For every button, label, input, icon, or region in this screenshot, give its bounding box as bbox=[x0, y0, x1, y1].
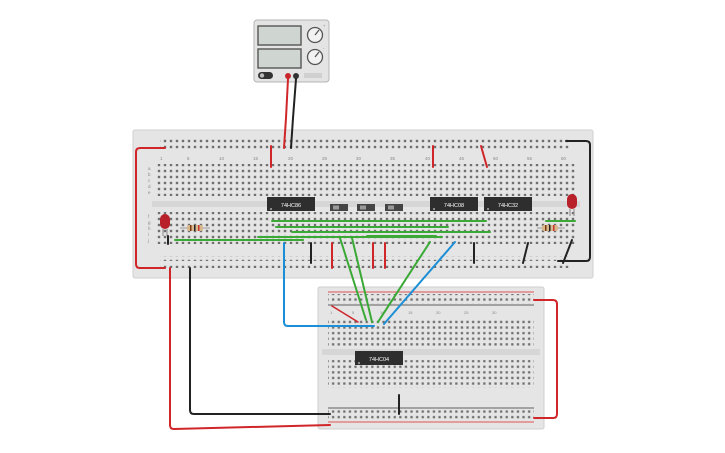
upper-terminal-holes bbox=[156, 164, 576, 196]
small-upper-terminal-holes bbox=[328, 318, 534, 346]
bottom-rail-upper-holes bbox=[160, 256, 570, 261]
svg-text:10: 10 bbox=[219, 156, 225, 161]
svg-text:60: 60 bbox=[561, 156, 567, 161]
svg-text:j: j bbox=[147, 238, 149, 243]
small-bottom-rail-holes bbox=[328, 410, 534, 420]
svg-text:c: c bbox=[148, 178, 151, 183]
jumper-bottom-6[interactable] bbox=[522, 242, 529, 264]
row-letter-column: a b c d e f g h i j bbox=[147, 166, 151, 243]
chip-label-74hc32: 74HC32 bbox=[498, 203, 518, 209]
svg-text:a: a bbox=[148, 166, 151, 171]
knob-mark-minus: - bbox=[323, 45, 325, 50]
svg-text:15: 15 bbox=[408, 310, 413, 315]
green-wire-d2[interactable] bbox=[351, 237, 373, 323]
wire-left-power-loop[interactable] bbox=[135, 147, 166, 269]
column-number-row: 1 5 10 15 20 25 30 35 40 45 50 55 60 bbox=[160, 156, 567, 161]
current-display bbox=[257, 48, 302, 69]
jumper-bottom-7[interactable] bbox=[562, 239, 573, 264]
svg-text:25: 25 bbox=[322, 156, 328, 161]
jumper-top-3[interactable] bbox=[480, 145, 488, 168]
chip-74hc32[interactable]: 74HC32 bbox=[484, 197, 532, 211]
svg-text:15: 15 bbox=[253, 156, 259, 161]
wire-psu-positive[interactable] bbox=[283, 78, 289, 149]
bottom-rail-lower-holes bbox=[160, 263, 570, 268]
resistor-right[interactable] bbox=[537, 225, 565, 231]
slide-switch-1[interactable] bbox=[330, 204, 348, 211]
svg-text:5: 5 bbox=[187, 156, 190, 161]
chip-74hc04[interactable]: 74HC04 bbox=[355, 351, 403, 365]
wire-psu-negative[interactable] bbox=[290, 78, 297, 149]
svg-text:1: 1 bbox=[330, 310, 333, 315]
negative-terminal[interactable] bbox=[293, 73, 299, 79]
blue-wire-right[interactable] bbox=[383, 241, 456, 325]
svg-text:20: 20 bbox=[436, 310, 441, 315]
svg-text:45: 45 bbox=[459, 156, 465, 161]
positive-terminal[interactable] bbox=[285, 73, 291, 79]
svg-text:40: 40 bbox=[425, 156, 431, 161]
power-supply[interactable]: + - bbox=[253, 19, 330, 83]
top-rail-lower-holes bbox=[160, 145, 570, 150]
wires bbox=[135, 78, 591, 430]
svg-text:h: h bbox=[148, 226, 151, 231]
svg-text:5: 5 bbox=[352, 310, 355, 315]
svg-text:25: 25 bbox=[464, 310, 469, 315]
svg-text:d: d bbox=[148, 184, 151, 189]
svg-text:i: i bbox=[148, 232, 149, 237]
svg-text:e: e bbox=[148, 190, 151, 195]
blue-wire-left[interactable] bbox=[283, 242, 375, 327]
svg-text:55: 55 bbox=[527, 156, 533, 161]
svg-text:50: 50 bbox=[493, 156, 499, 161]
terminal-label-plate bbox=[304, 73, 322, 78]
chip-74hc86[interactable]: 74HC86 bbox=[267, 197, 315, 211]
svg-text:30: 30 bbox=[356, 156, 362, 161]
red-jumper-small[interactable] bbox=[331, 305, 359, 323]
wire-right-ground-loop[interactable] bbox=[557, 140, 591, 262]
small-center-channel bbox=[322, 349, 540, 355]
slide-switch-2[interactable] bbox=[357, 204, 375, 211]
voltage-display bbox=[257, 25, 302, 46]
svg-text:g: g bbox=[148, 220, 151, 225]
svg-text:10: 10 bbox=[380, 310, 385, 315]
resistor-left[interactable] bbox=[180, 225, 210, 231]
small-column-number-row: 1 5 10 15 20 25 30 bbox=[330, 310, 497, 315]
small-top-rail-holes bbox=[328, 294, 534, 304]
green-wire-d3[interactable] bbox=[377, 241, 431, 323]
chip-label-74hc04: 74HC04 bbox=[369, 357, 389, 363]
svg-text:35: 35 bbox=[390, 156, 396, 161]
breadboard-small[interactable]: 1 5 10 15 20 25 30 bbox=[317, 286, 545, 430]
top-rail-upper-holes bbox=[160, 138, 570, 143]
wire-power-to-small[interactable] bbox=[169, 267, 331, 430]
led-right[interactable] bbox=[567, 194, 577, 216]
green-wire-d1[interactable] bbox=[339, 237, 367, 321]
led-left[interactable] bbox=[160, 214, 170, 236]
slide-switch-3[interactable] bbox=[385, 204, 403, 211]
svg-text:b: b bbox=[148, 172, 151, 177]
svg-text:20: 20 bbox=[288, 156, 294, 161]
chip-label-74hc86: 74HC86 bbox=[281, 203, 301, 209]
svg-text:1: 1 bbox=[160, 156, 163, 161]
wire-ground-to-small[interactable] bbox=[189, 267, 331, 415]
knob-mark-plus: + bbox=[323, 23, 326, 28]
svg-text:f: f bbox=[148, 214, 150, 219]
svg-text:30: 30 bbox=[492, 310, 497, 315]
wire-small-right-loop[interactable] bbox=[533, 299, 558, 419]
chip-label-74hc08: 74HC08 bbox=[444, 203, 464, 209]
chip-74hc08[interactable]: 74HC08 bbox=[430, 197, 478, 211]
